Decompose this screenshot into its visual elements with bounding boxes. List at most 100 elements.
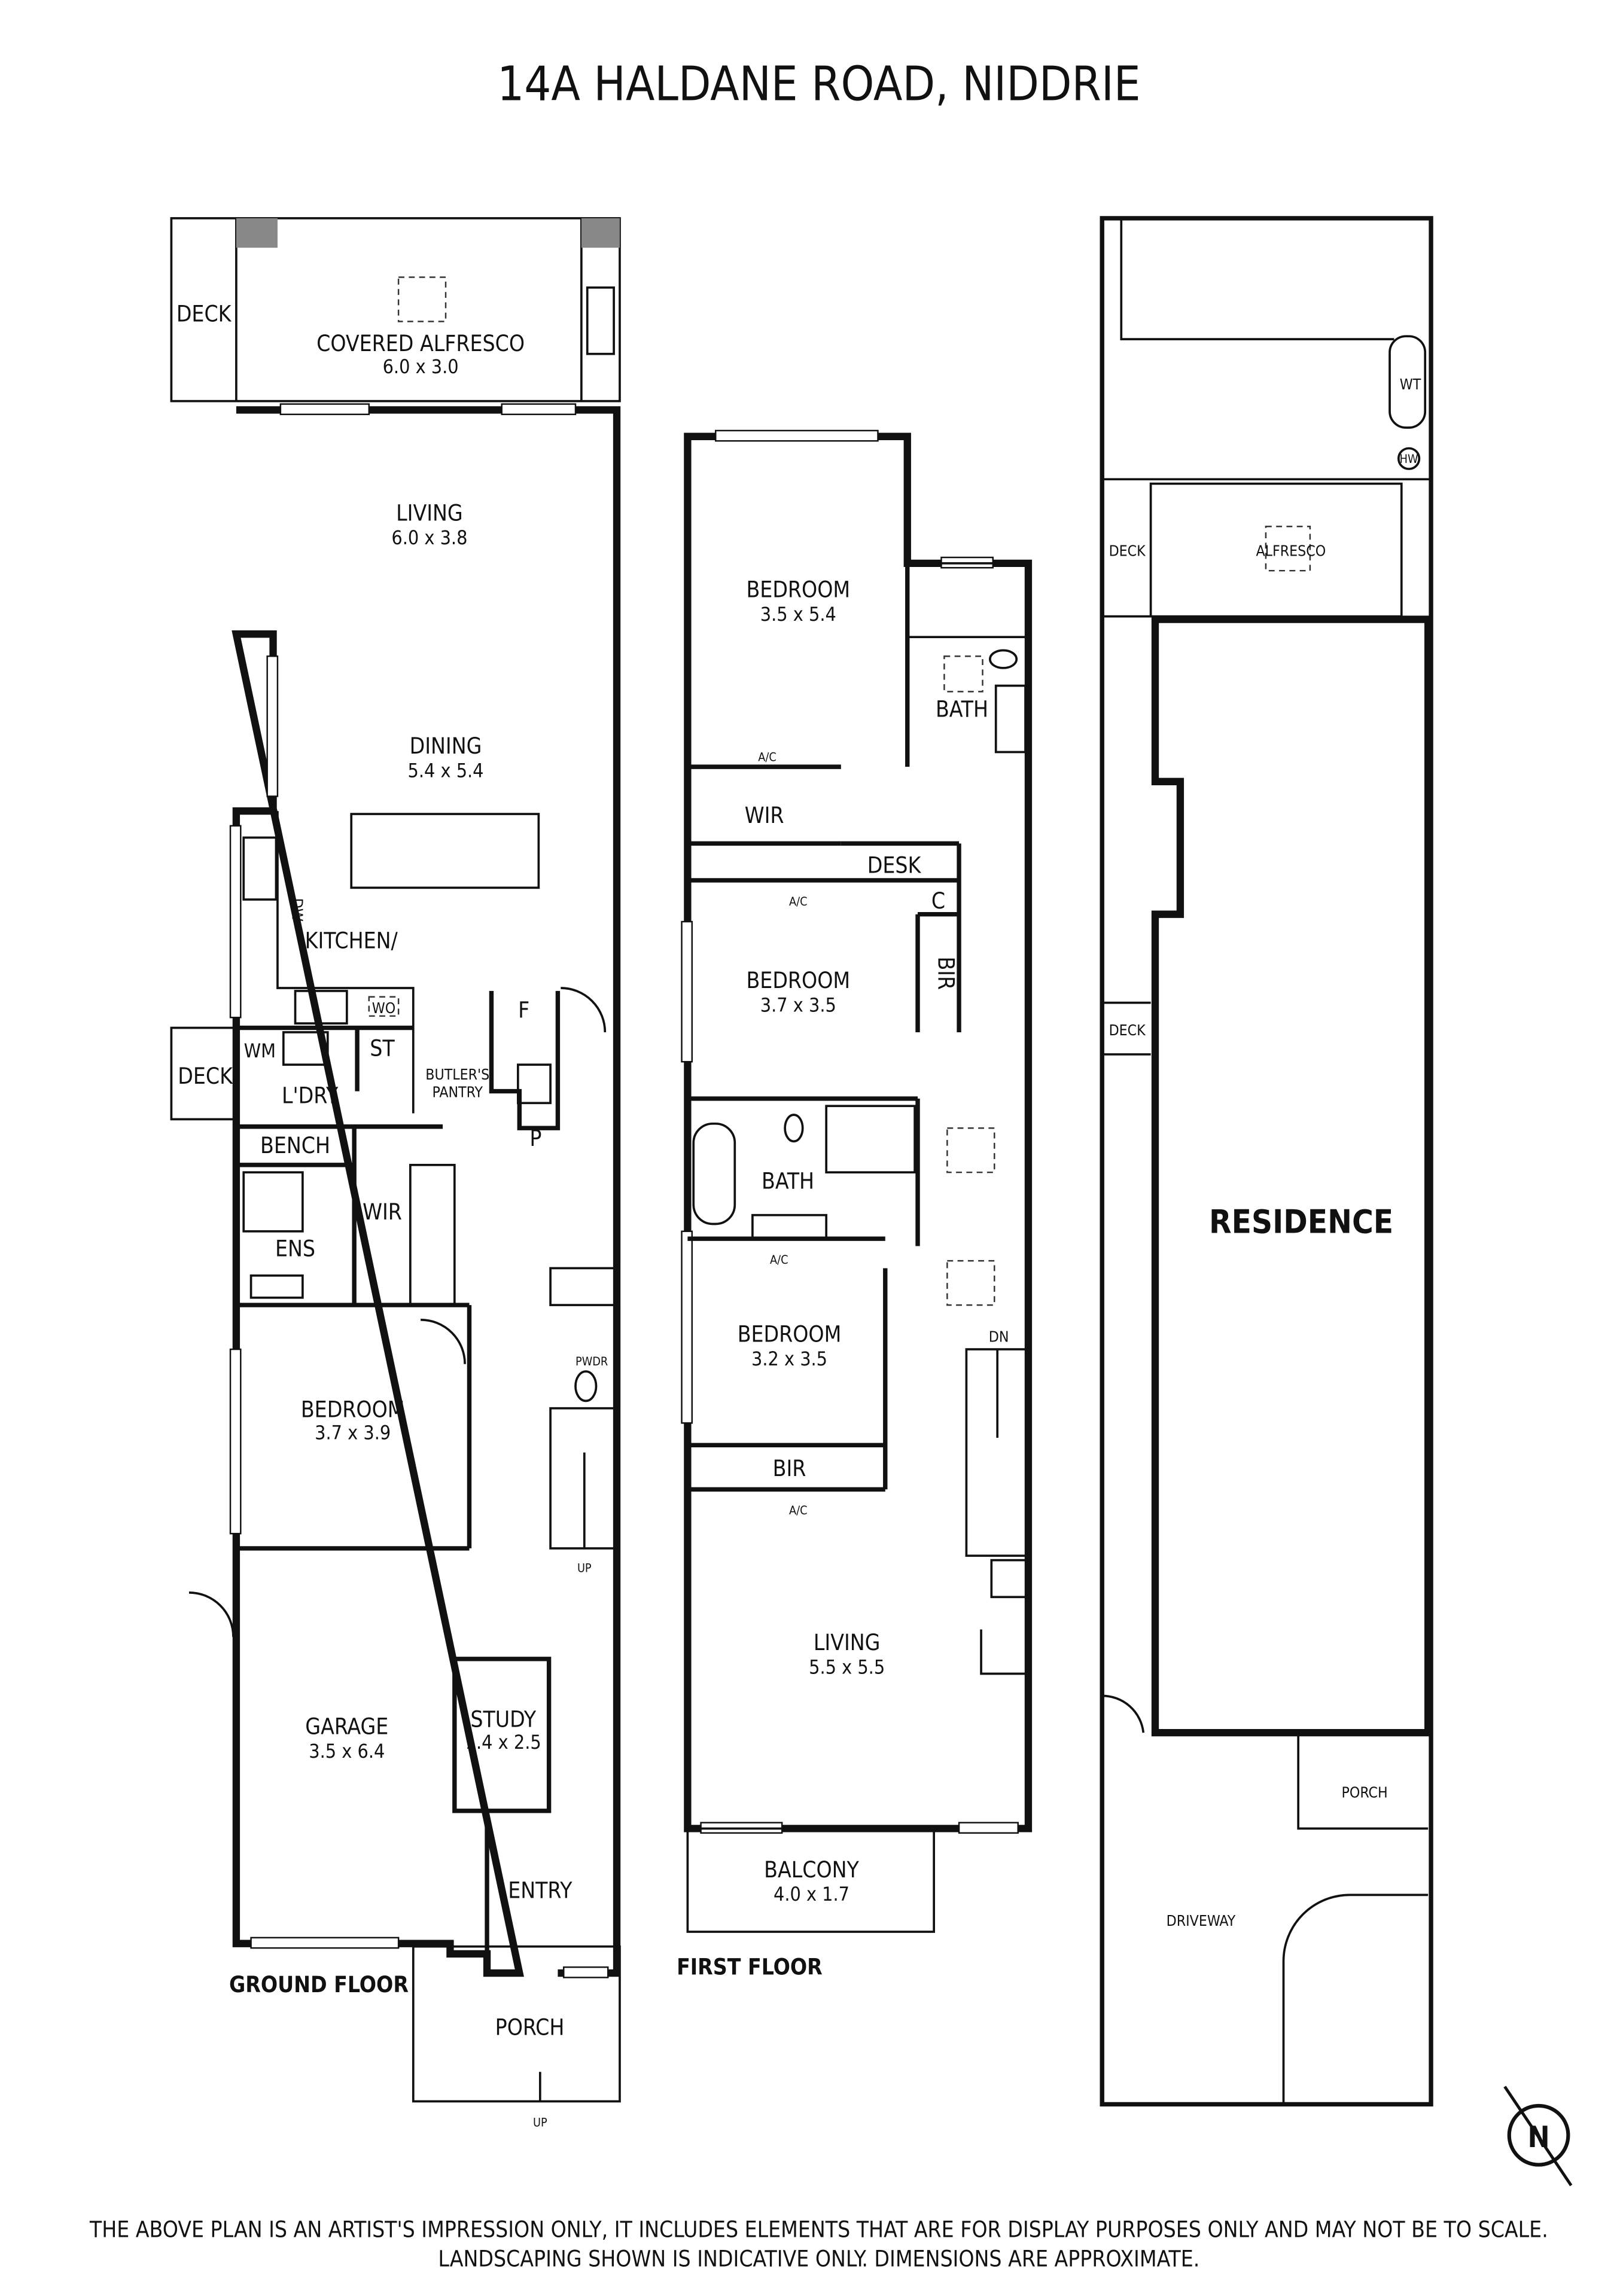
north-compass: N bbox=[1503, 2085, 1573, 2187]
stair-down-label: DN bbox=[989, 1328, 1009, 1346]
toilet-icon bbox=[988, 649, 1018, 669]
alfresco-label: ALFRESCO bbox=[1256, 542, 1326, 560]
window bbox=[229, 1348, 242, 1535]
dishwasher-label: DW bbox=[289, 898, 306, 922]
room-label: PANTRY bbox=[433, 1083, 483, 1100]
window bbox=[681, 1230, 693, 1424]
room-label: BENCH bbox=[260, 1133, 330, 1158]
room-label: BEDROOM bbox=[301, 1396, 405, 1422]
ground-floor-walls bbox=[232, 406, 621, 1977]
room-label: BALCONY bbox=[764, 1857, 859, 1883]
site-boundary bbox=[1100, 216, 1433, 2107]
room-dims: 6.0 x 3.8 bbox=[391, 526, 467, 549]
pantry-walls bbox=[489, 990, 561, 1130]
line bbox=[1120, 218, 1394, 340]
stair-up-label: UP bbox=[577, 1561, 592, 1575]
porch-up-label: UP bbox=[533, 2115, 547, 2129]
room-dims: 5.5 x 5.5 bbox=[809, 1656, 885, 1679]
vanity-icon bbox=[249, 1274, 304, 1299]
room-label: BIR bbox=[933, 956, 959, 990]
window bbox=[715, 429, 879, 442]
hot-water-icon bbox=[1397, 447, 1421, 470]
pantry-sink-icon bbox=[516, 1063, 552, 1105]
wall-oven bbox=[368, 996, 400, 1017]
garage-door bbox=[250, 1937, 400, 1949]
washing-machine-label: WM bbox=[244, 1039, 276, 1062]
water-tank-icon bbox=[1388, 335, 1427, 429]
ac-label: A/C bbox=[789, 895, 808, 908]
room-label: LIVING bbox=[396, 500, 463, 526]
site-plan: WT HW DECK ALFRESCO DECK RESIDENCE PORCH… bbox=[1100, 216, 1433, 2107]
door-swing bbox=[188, 1591, 235, 1637]
garden-bed bbox=[1282, 1893, 1429, 2105]
skylight bbox=[943, 655, 983, 693]
room-dims: 6.0 x 3.0 bbox=[383, 355, 459, 378]
room-label: BIR bbox=[773, 1456, 806, 1481]
room-dims: 3.2 x 3.5 bbox=[751, 1347, 827, 1370]
room-label: PWDR bbox=[575, 1355, 608, 1368]
vanity-icon bbox=[994, 684, 1027, 754]
room-label: PORCH bbox=[495, 2015, 565, 2041]
window bbox=[229, 825, 242, 1019]
room-dims: 5.4 x 5.4 bbox=[408, 759, 484, 782]
porch-outline bbox=[412, 1945, 621, 2103]
toilet-icon bbox=[784, 1114, 804, 1143]
room-label: DINING bbox=[410, 733, 482, 759]
room-label: BUTLER'S bbox=[425, 1066, 489, 1083]
room-label: BEDROOM bbox=[747, 968, 851, 993]
hot-water-label: HW bbox=[1400, 452, 1418, 466]
room-label: WIR bbox=[745, 803, 784, 828]
room-dims: 3.5 x 5.4 bbox=[760, 603, 836, 626]
room-label: DESK bbox=[867, 853, 922, 879]
residence-label: RESIDENCE bbox=[1209, 1203, 1393, 1240]
window bbox=[563, 1966, 609, 1978]
sink-icon bbox=[990, 1559, 1030, 1599]
disclaimer-line-1: THE ABOVE PLAN IS AN ARTIST'S IMPRESSION… bbox=[89, 2216, 1548, 2242]
ac-label: A/C bbox=[758, 750, 777, 764]
room-label: BEDROOM bbox=[747, 577, 851, 603]
room-dims: 1.4 x 2.5 bbox=[465, 1731, 541, 1754]
driveway-label: DRIVEWAY bbox=[1167, 1912, 1236, 1929]
first-floor-label: FIRST FLOOR bbox=[677, 1954, 823, 1980]
study-walls bbox=[452, 1657, 552, 1813]
room-label: BEDROOM bbox=[738, 1322, 842, 1347]
deck-label: DECK bbox=[1109, 542, 1146, 560]
room-label: C bbox=[931, 888, 945, 914]
skylight bbox=[946, 1127, 995, 1173]
window bbox=[501, 403, 577, 416]
first-floor-walls bbox=[684, 432, 1033, 1832]
window bbox=[958, 1822, 1019, 1834]
wall-oven-label: WO bbox=[372, 999, 395, 1017]
toilet-icon bbox=[574, 1370, 598, 1402]
stair-void bbox=[409, 1164, 456, 1306]
pantry-label: P bbox=[529, 1126, 541, 1151]
water-tank-label: WT bbox=[1400, 376, 1421, 393]
page-title: 14A HALDANE ROAD, NIDDRIE bbox=[497, 57, 1141, 112]
fridge-label: F bbox=[518, 997, 529, 1023]
porch-outline bbox=[1297, 1733, 1429, 1830]
room-label: STUDY bbox=[470, 1706, 536, 1732]
shower-icon bbox=[825, 1105, 916, 1174]
room-label: L'DRY bbox=[282, 1083, 339, 1108]
vanity-icon bbox=[751, 1213, 828, 1240]
skylight bbox=[397, 276, 447, 322]
room-label: ENTRY bbox=[508, 1877, 573, 1903]
room-dims: 3.7 x 3.9 bbox=[315, 1421, 391, 1444]
ac-label: A/C bbox=[770, 1253, 788, 1267]
kitchen-bench bbox=[276, 811, 415, 1114]
window bbox=[279, 403, 370, 416]
kitchen-sink-icon bbox=[242, 836, 278, 901]
room-label: DECK bbox=[176, 301, 232, 327]
shower-icon bbox=[906, 562, 1030, 639]
room-label: DECK bbox=[178, 1063, 233, 1089]
door-swing bbox=[561, 987, 607, 1032]
ground-floor-label: GROUND FLOOR bbox=[229, 1972, 409, 1998]
room-dims: 3.7 x 3.5 bbox=[760, 993, 836, 1016]
room-label: ENS bbox=[275, 1236, 315, 1262]
bbq-sink-icon bbox=[586, 286, 615, 355]
room-label: BATH bbox=[936, 696, 988, 722]
deck-label: DECK bbox=[1109, 1022, 1146, 1039]
room-label: KITCHEN/ bbox=[305, 928, 398, 953]
ac-label: A/C bbox=[789, 1504, 808, 1517]
